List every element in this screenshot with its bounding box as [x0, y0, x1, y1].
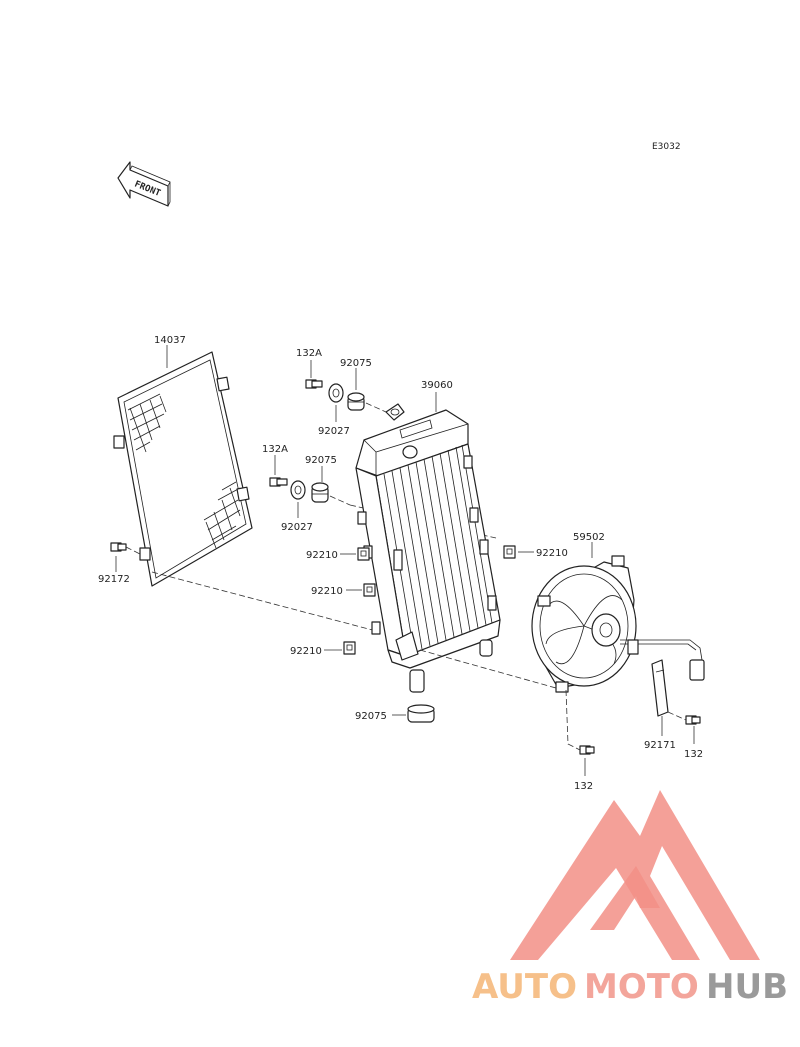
label-92210-right: 92210	[536, 548, 568, 559]
label-132a-mid: 132A	[262, 444, 288, 455]
grommet-92075-bottom	[407, 704, 435, 723]
bolt-132a-mid	[269, 477, 288, 487]
clip-92210-b	[363, 583, 376, 597]
radiator-39060	[355, 403, 501, 693]
fan-assembly-59502	[531, 555, 705, 693]
bolt-92172	[110, 542, 127, 552]
bolt-132-right	[685, 715, 701, 725]
clip-92210-c	[343, 641, 356, 655]
automotohub-logo: AUTO MOTO HUB	[472, 790, 788, 1007]
radiator-screen-14037	[113, 351, 253, 587]
label-92075-bottom: 92075	[355, 711, 387, 722]
label-92027-mid: 92027	[281, 522, 313, 533]
collar-92027-top	[328, 383, 344, 403]
clip-92210-right	[503, 545, 516, 559]
clamp-92171	[651, 659, 669, 717]
label-14037: 14037	[154, 335, 186, 346]
label-132a-top: 132A	[296, 348, 322, 359]
label-92075-mid: 92075	[305, 455, 337, 466]
logo-word-hub: HUB	[706, 967, 788, 1007]
label-92172: 92172	[98, 574, 130, 585]
diagram-code: E3032	[652, 142, 681, 152]
label-39060: 39060	[421, 380, 453, 391]
label-132-right: 132	[684, 749, 703, 760]
logo-word-moto: MOTO	[584, 967, 699, 1007]
label-92027-top: 92027	[318, 426, 350, 437]
bolt-132a-top	[305, 379, 323, 389]
clip-92210-a	[357, 547, 370, 561]
label-92075-top: 92075	[340, 358, 372, 369]
collar-92027-mid	[290, 480, 306, 500]
bolt-132-bottom	[579, 745, 595, 755]
label-59502: 59502	[573, 532, 605, 543]
label-92171: 92171	[644, 740, 676, 751]
label-132-bottom: 132	[574, 781, 593, 792]
label-92210-a: 92210	[306, 550, 338, 561]
front-arrow-icon: FRONT	[117, 161, 171, 207]
logo-word-auto: AUTO	[472, 967, 577, 1007]
grommet-92075-top	[347, 392, 365, 411]
label-92210-b: 92210	[311, 586, 343, 597]
grommet-92075-mid	[311, 482, 329, 503]
label-92210-c: 92210	[290, 646, 322, 657]
